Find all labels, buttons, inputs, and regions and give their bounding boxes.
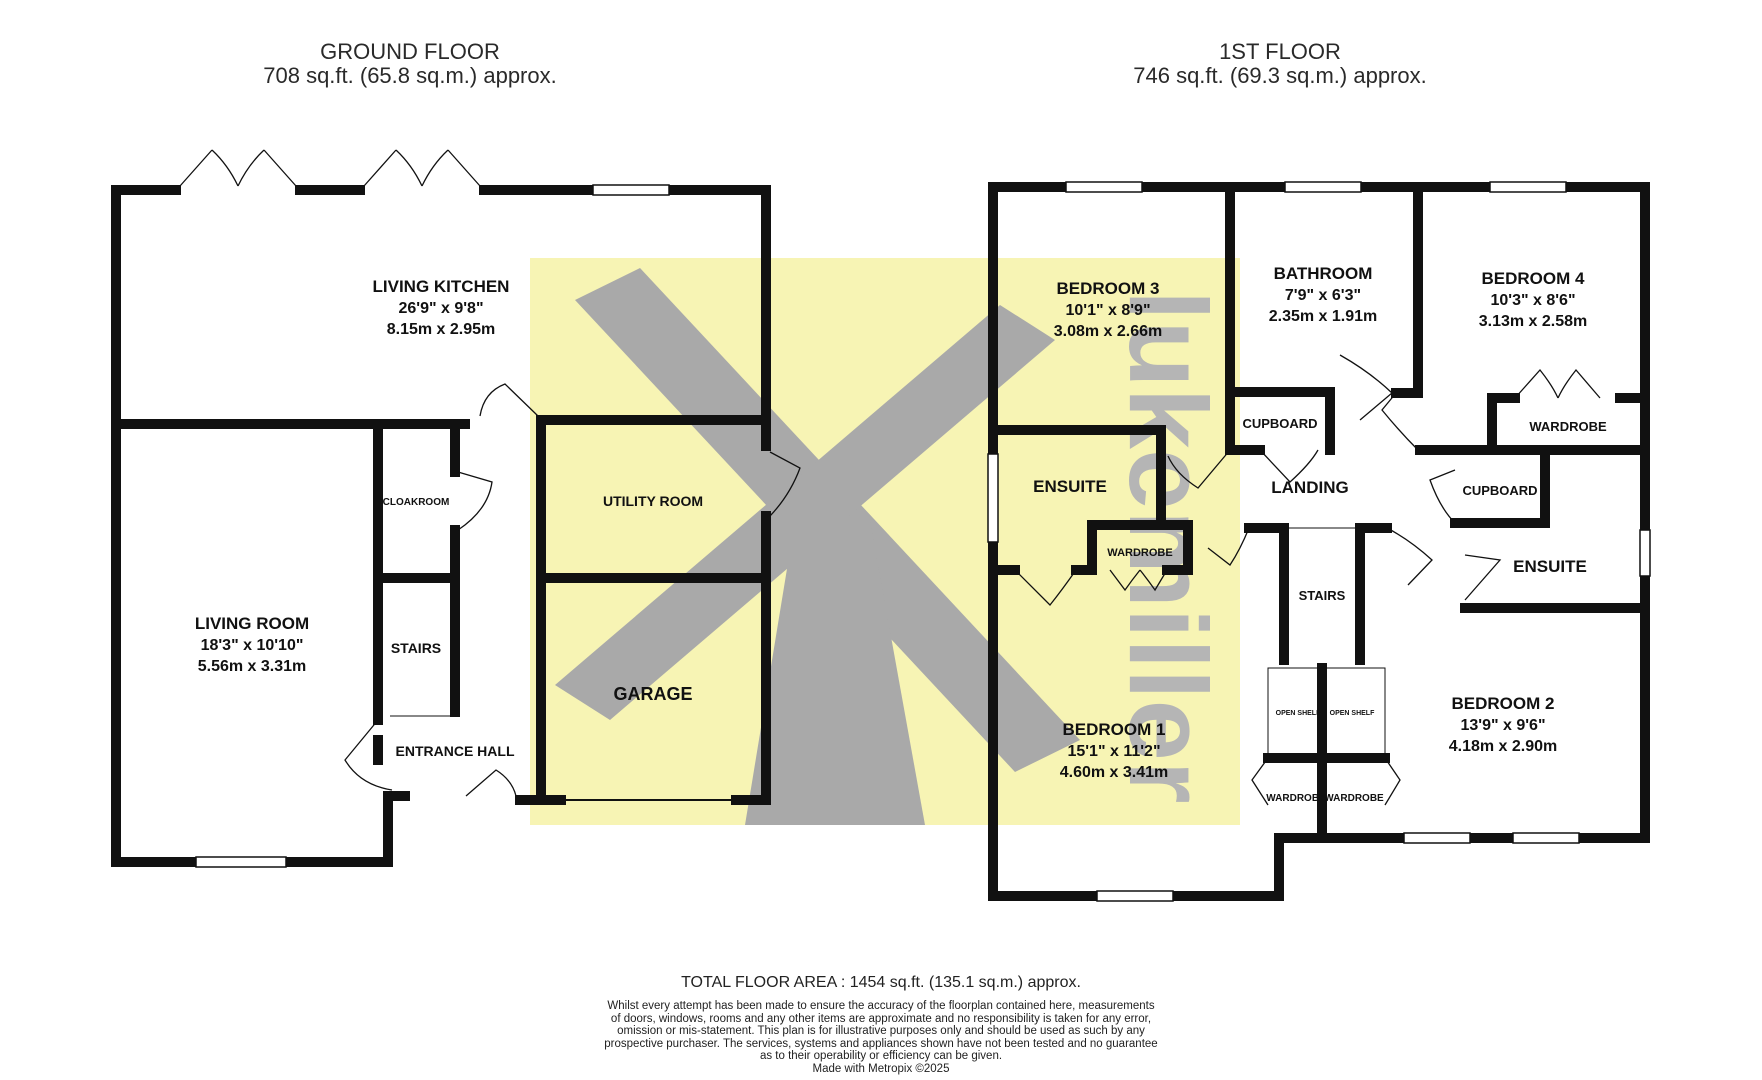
living-room-imperial: 18'3" x 10'10" bbox=[201, 637, 304, 654]
room-bedroom1: BEDROOM 1 bbox=[1063, 720, 1166, 739]
bedroom3-door bbox=[1167, 449, 1231, 489]
living-kitchen-metric: 8.15m x 2.95m bbox=[387, 321, 496, 338]
room-ensuite-left: ENSUITE bbox=[1033, 477, 1107, 496]
watermark: lukemiller bbox=[530, 258, 1240, 825]
ground-floor-doors bbox=[179, 149, 801, 797]
living-room-window bbox=[195, 856, 287, 868]
room-wardrobe-b1: WARDROBE bbox=[1107, 547, 1172, 559]
total-floor-area: TOTAL FLOOR AREA : 1454 sq.ft. (135.1 sq… bbox=[681, 974, 1081, 991]
room-bedroom3: BEDROOM 3 bbox=[1057, 279, 1160, 298]
bedroom2-window-right bbox=[1512, 832, 1580, 844]
room-bedroom2: BEDROOM 2 bbox=[1452, 694, 1555, 713]
ground-floor-header: GROUND FLOOR 708 sq.ft. (65.8 sq.m.) app… bbox=[230, 40, 590, 88]
bedroom3-metric: 3.08m x 2.66m bbox=[1054, 323, 1163, 340]
wardrobe-low-doors bbox=[1251, 757, 1401, 806]
bedroom2-metric: 4.18m x 2.90m bbox=[1449, 738, 1558, 755]
room-landing: LANDING bbox=[1271, 478, 1348, 497]
windmill-logo bbox=[555, 268, 1080, 825]
bathroom-imperial: 7'9" x 6'3" bbox=[1285, 287, 1361, 304]
wardrobe-b4-doors bbox=[1514, 368, 1601, 399]
room-wardrobe-low-1: WARDROBE bbox=[1266, 793, 1326, 804]
room-bedroom4: BEDROOM 4 bbox=[1482, 269, 1586, 288]
first-floor-area: 746 sq.ft. (69.3 sq.m.) approx. bbox=[1133, 63, 1427, 88]
room-open-shelf-2: OPEN SHELF bbox=[1330, 710, 1375, 717]
front-door bbox=[465, 769, 517, 797]
bathroom-window bbox=[1284, 181, 1362, 193]
bedroom3-imperial: 10'1" x 8'9" bbox=[1065, 302, 1150, 319]
first-floor-header: 1ST FLOOR 746 sq.ft. (69.3 sq.m.) approx… bbox=[1110, 40, 1450, 88]
open-shelf-box bbox=[1267, 667, 1386, 759]
first-floor-labels: BEDROOM 3 10'1" x 8'9" 3.08m x 2.66m BAT… bbox=[1033, 264, 1607, 804]
made-with: Made with Metropix ©2025 bbox=[812, 1062, 950, 1075]
room-utility: UTILITY ROOM bbox=[603, 493, 703, 509]
bedroom4-imperial: 10'3" x 8'6" bbox=[1490, 292, 1575, 309]
ground-floor-area: 708 sq.ft. (65.8 sq.m.) approx. bbox=[263, 63, 557, 88]
cupboard-right-door bbox=[1429, 469, 1456, 524]
bathroom-door bbox=[1339, 354, 1393, 421]
room-wardrobe-b4: WARDROBE bbox=[1529, 419, 1607, 434]
room-cloakroom: CLOAKROOM bbox=[383, 497, 450, 508]
watermark-text: lukemiller bbox=[1106, 290, 1229, 804]
bedroom4-metric: 3.13m x 2.58m bbox=[1479, 313, 1588, 330]
disclaimer-line: prospective purchaser. The services, sys… bbox=[604, 1037, 1158, 1050]
bedroom2-door bbox=[1386, 527, 1433, 586]
ground-floor-title: GROUND FLOOR bbox=[320, 39, 500, 64]
room-cupboard-right: CUPBOARD bbox=[1462, 483, 1537, 498]
disclaimer-line: of doors, windows, rooms and any other i… bbox=[610, 1012, 1152, 1025]
first-floor-doors bbox=[1014, 354, 1601, 806]
bedroom3-window bbox=[1065, 181, 1143, 193]
bedroom1-door bbox=[1207, 527, 1250, 566]
utility-door bbox=[769, 451, 801, 517]
room-bathroom: BATHROOM bbox=[1274, 264, 1373, 283]
room-stairs-ground: STAIRS bbox=[391, 640, 441, 656]
disclaimer-line: omission or mis-statement. This plan is … bbox=[617, 1025, 1145, 1038]
room-garage: GARAGE bbox=[613, 684, 692, 704]
room-cupboard-left: CUPBOARD bbox=[1242, 416, 1317, 431]
first-floor-windows bbox=[987, 181, 1651, 902]
living-room-door bbox=[344, 719, 393, 791]
bedroom1-imperial: 15'1" x 11'2" bbox=[1067, 743, 1160, 760]
ground-floor-windows bbox=[195, 184, 670, 868]
ensuite-right-window bbox=[1639, 529, 1651, 577]
kitchen-hall-door bbox=[479, 383, 539, 417]
ensuite-left-window bbox=[987, 453, 999, 543]
bedroom2-window-left bbox=[1403, 832, 1471, 844]
first-floor-title: 1ST FLOOR bbox=[1219, 39, 1341, 64]
disclaimer-line: as to their operability or efficiency ca… bbox=[759, 1050, 1003, 1063]
living-kitchen-imperial: 26'9" x 9'8" bbox=[398, 300, 483, 317]
room-stairs-first: STAIRS bbox=[1299, 588, 1346, 603]
disclaimer: Whilst every attempt has been made to en… bbox=[556, 1000, 1206, 1063]
ensuite-right-door bbox=[1464, 554, 1502, 601]
cloakroom-door bbox=[457, 471, 493, 531]
french-door-right bbox=[363, 149, 481, 187]
living-room-metric: 5.56m x 3.31m bbox=[198, 658, 307, 675]
french-door-left bbox=[179, 149, 297, 187]
room-entrance-hall: ENTRANCE HALL bbox=[396, 743, 515, 759]
room-living-room: LIVING ROOM bbox=[195, 614, 309, 633]
ground-floor-labels: LIVING KITCHEN 26'9" x 9'8" 8.15m x 2.95… bbox=[195, 277, 703, 759]
first-floor-fixtures bbox=[1249, 527, 1387, 759]
bedroom4-door bbox=[1381, 392, 1419, 451]
disclaimer-line: Whilst every attempt has been made to en… bbox=[607, 1000, 1155, 1012]
room-ensuite-right: ENSUITE bbox=[1513, 557, 1587, 576]
footer: TOTAL FLOOR AREA : 1454 sq.ft. (135.1 sq… bbox=[556, 974, 1206, 1075]
wardrobe-b1-doors bbox=[1109, 569, 1168, 592]
ensuite-left-door bbox=[1014, 569, 1077, 606]
room-wardrobe-low-2: WARDROBE bbox=[1324, 793, 1384, 804]
kitchen-window bbox=[592, 184, 670, 196]
cupboard-left-door bbox=[1259, 449, 1319, 483]
bedroom4-window bbox=[1489, 181, 1567, 193]
room-open-shelf-1: OPEN SHELF bbox=[1276, 710, 1321, 717]
bathroom-metric: 2.35m x 1.91m bbox=[1269, 308, 1378, 325]
bedroom1-window bbox=[1096, 890, 1174, 902]
bedroom1-metric: 4.60m x 3.41m bbox=[1060, 764, 1169, 781]
room-living-kitchen: LIVING KITCHEN bbox=[373, 277, 510, 296]
bedroom2-imperial: 13'9" x 9'6" bbox=[1460, 717, 1545, 734]
